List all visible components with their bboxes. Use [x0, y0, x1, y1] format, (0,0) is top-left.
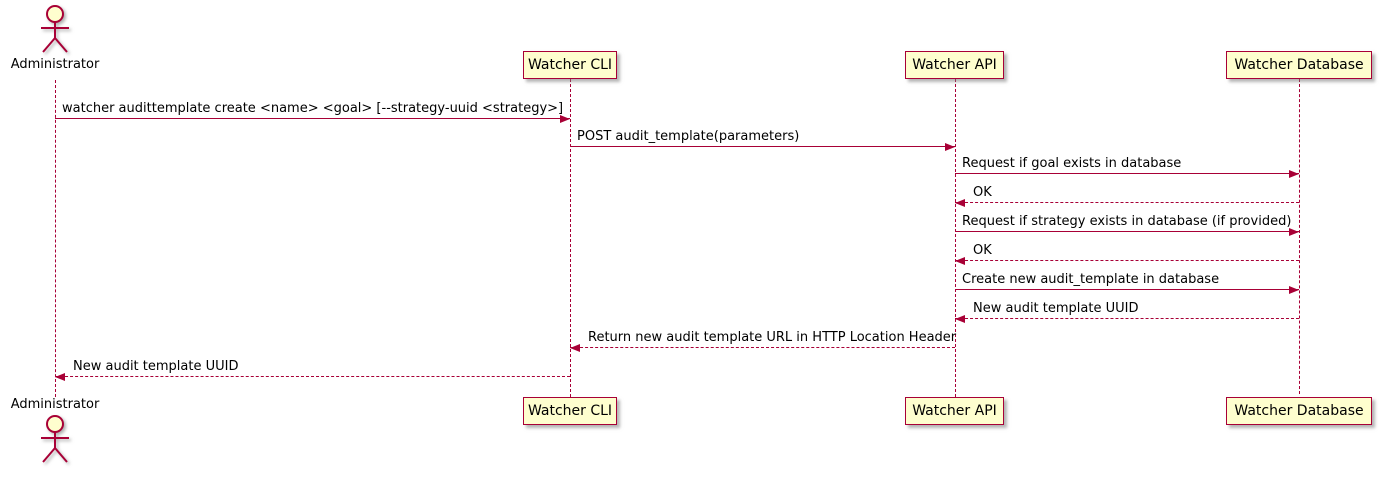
message-label: watcher audittemplate create <name> <goa…	[62, 101, 564, 116]
message-label: Create new audit_template in database	[962, 272, 1220, 287]
message-new-uuid-from-db: New audit template UUID	[955, 300, 1299, 323]
arrowhead-left-icon	[55, 373, 65, 381]
participant-watcher-cli-top: Watcher CLI	[523, 51, 617, 79]
participant-watcher-api-bottom: Watcher API	[905, 397, 1004, 425]
message-label: Request if strategy exists in database (…	[962, 214, 1292, 229]
lifeline-watcher-cli	[570, 79, 571, 397]
message-post-audit-template: POST audit_template(parameters)	[570, 128, 955, 151]
message-ok-strategy: OK	[955, 242, 1299, 265]
lifeline-administrator	[55, 80, 56, 397]
actor-icon	[41, 5, 69, 53]
message-line	[955, 318, 1299, 319]
actor-label: Administrator	[10, 57, 100, 72]
actor-icon	[41, 415, 69, 463]
message-line	[955, 202, 1299, 203]
message-label: Return new audit template URL in HTTP Lo…	[588, 330, 957, 345]
message-label: OK	[973, 243, 992, 258]
participant-watcher-api-top: Watcher API	[905, 51, 1004, 79]
message-label: OK	[973, 185, 992, 200]
message-line	[955, 289, 1299, 290]
message-line	[955, 173, 1299, 174]
arrowhead-left-icon	[955, 257, 965, 265]
lifeline-watcher-database	[1299, 79, 1300, 394]
message-request-goal-exists: Request if goal exists in database	[955, 155, 1299, 178]
message-line	[570, 347, 955, 348]
arrowhead-right-icon	[1289, 286, 1299, 294]
message-line	[955, 231, 1299, 232]
participant-watcher-database-top: Watcher Database	[1226, 51, 1372, 79]
message-label: Request if goal exists in database	[962, 156, 1182, 171]
arrowhead-right-icon	[560, 115, 570, 123]
arrowhead-right-icon	[945, 143, 955, 151]
message-request-strategy-exists: Request if strategy exists in database (…	[955, 213, 1299, 236]
arrowhead-right-icon	[1289, 228, 1299, 236]
message-line	[55, 376, 570, 377]
arrowhead-left-icon	[955, 315, 965, 323]
arrowhead-right-icon	[1289, 170, 1299, 178]
message-line	[955, 260, 1299, 261]
message-ok-goal: OK	[955, 184, 1299, 207]
message-create-audittemplate: watcher audittemplate create <name> <goa…	[55, 100, 570, 123]
message-return-url-location-header: Return new audit template URL in HTTP Lo…	[570, 329, 957, 352]
participant-watcher-database-bottom: Watcher Database	[1226, 397, 1372, 425]
arrowhead-left-icon	[570, 344, 580, 352]
actor-administrator-bottom: Administrator	[0, 397, 110, 464]
actor-label: Administrator	[10, 397, 100, 412]
message-line	[55, 118, 570, 119]
message-label: POST audit_template(parameters)	[577, 129, 800, 144]
participant-watcher-cli-bottom: Watcher CLI	[523, 397, 617, 425]
message-label: New audit template UUID	[973, 301, 1139, 316]
message-create-in-database: Create new audit_template in database	[955, 271, 1299, 294]
lifeline-watcher-api	[955, 79, 956, 397]
message-label: New audit template UUID	[73, 359, 239, 374]
arrowhead-left-icon	[955, 199, 965, 207]
actor-administrator-top: Administrator	[0, 4, 110, 72]
message-line	[570, 146, 955, 147]
message-new-uuid-to-admin: New audit template UUID	[55, 358, 570, 381]
